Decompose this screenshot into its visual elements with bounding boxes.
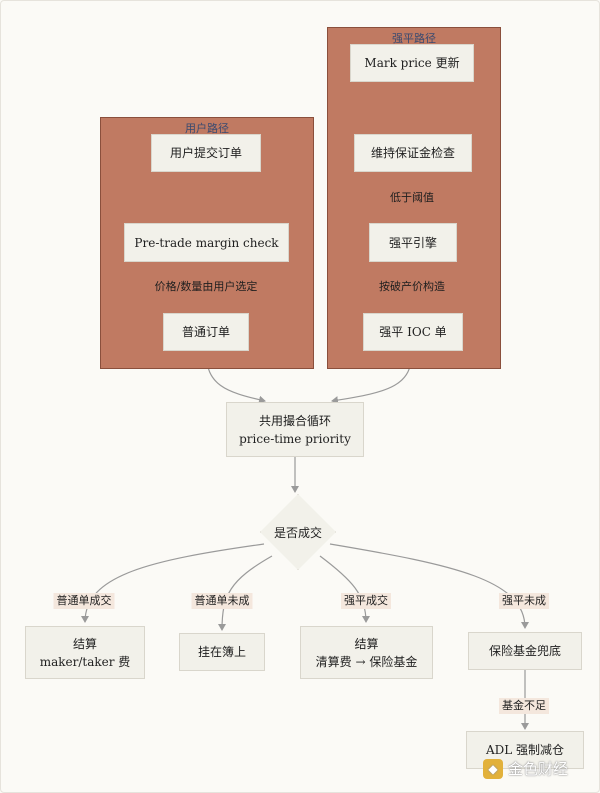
node-rest-on-book-text: 挂在簿上: [197, 645, 246, 659]
group-label-user-path: 用户路径: [185, 122, 229, 135]
node-user-submit-order-text: 用户提交订单: [169, 146, 242, 160]
node-pretrade-margin-check-text: Pre-trade margin check: [134, 235, 279, 250]
node-liquidation-ioc-order: 强平 IOC 单: [363, 313, 463, 351]
node-settle-maker-taker: 结算 maker/taker 费: [25, 626, 145, 679]
node-filled-decision-text: 是否成交: [273, 525, 322, 540]
node-liquidation-engine-text: 强平引擎: [388, 235, 437, 250]
node-settle-maker-taker-line2: maker/taker 费: [39, 654, 131, 669]
node-settle-maker-taker-line1: 结算: [72, 636, 97, 651]
node-adl-forced-deleverage-text: ADL 强制减仓: [485, 743, 565, 757]
node-rest-on-book: 挂在簿上: [179, 633, 265, 671]
node-pretrade-margin-check: Pre-trade margin check: [124, 223, 289, 262]
edge-label-user-chosen: 价格/数量由用户选定: [151, 279, 261, 295]
edge-decision-normal-unfilled: [218, 555, 273, 631]
edge-label-below-threshold: 低于阈值: [387, 190, 437, 206]
node-settle-liquidation-fee-line1: 结算: [354, 636, 379, 651]
node-normal-order: 普通订单: [163, 313, 249, 351]
edge-label-bankruptcy-price: 按破产价构造: [376, 279, 448, 295]
node-insurance-fund-backstop-text: 保险基金兜底: [488, 644, 561, 658]
node-user-submit-order: 用户提交订单: [151, 134, 261, 172]
node-liquidation-ioc-order-text: 强平 IOC 单: [379, 325, 447, 339]
edge-label-liq-filled: 强平成交: [341, 593, 391, 609]
group-label-liquidation-path: 强平路径: [392, 32, 436, 45]
node-shared-matching-loop-line2: price-time priority: [239, 431, 351, 446]
watermark-text: 金色财经: [508, 760, 569, 778]
node-settle-liquidation-fee: 结算 清算费 → 保险基金: [300, 626, 433, 679]
edge-decision-normal-filled: [81, 543, 265, 623]
node-filled-decision: 是否成交: [260, 494, 336, 570]
edge-label-fund-insufficient: 基金不足: [499, 698, 549, 714]
node-maintenance-margin-check: 维持保证金检查: [354, 134, 472, 172]
node-normal-order-text: 普通订单: [181, 325, 230, 339]
watermark: ◆ 金色财经: [483, 758, 568, 779]
coin-logo-icon: ◆: [483, 758, 503, 779]
node-insurance-fund-backstop: 保险基金兜底: [468, 632, 582, 670]
edge-decision-liq-unfilled: [329, 543, 529, 629]
node-mark-price-update: Mark price 更新: [350, 44, 474, 82]
edge-label-normal-unfilled: 普通单未成: [191, 593, 253, 609]
node-maintenance-margin-check-text: 维持保证金检查: [370, 146, 455, 160]
node-mark-price-update-text: Mark price 更新: [364, 56, 460, 70]
node-shared-matching-loop-line1: 共用撮合循环: [258, 413, 331, 428]
edge-label-normal-filled: 普通单成交: [53, 593, 115, 609]
edge-decision-liq-filled: [319, 555, 370, 623]
node-shared-matching-loop: 共用撮合循环 price-time priority: [226, 402, 364, 457]
node-settle-liquidation-fee-line2: 清算费 → 保险基金: [315, 654, 418, 669]
node-liquidation-engine: 强平引擎: [369, 223, 457, 262]
edge-label-liq-unfilled: 强平未成: [499, 593, 549, 609]
